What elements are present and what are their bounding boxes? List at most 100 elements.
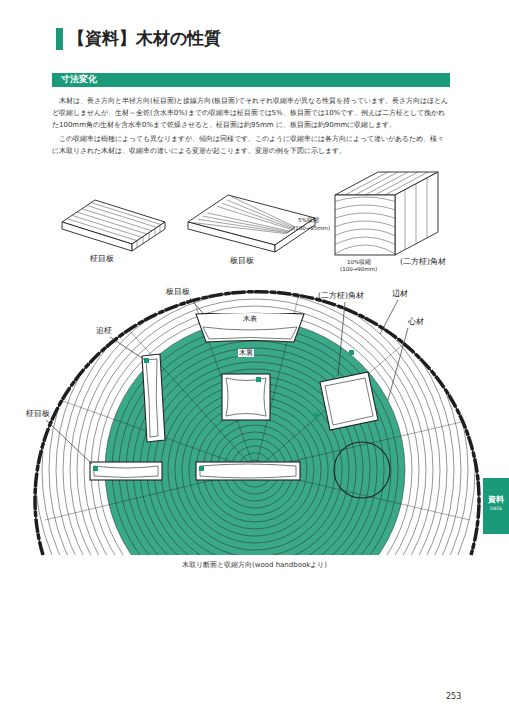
cut-pieces	[90, 354, 378, 480]
illustration-part	[72, 215, 142, 237]
flatsawn-board	[188, 195, 315, 252]
rays	[45, 290, 470, 520]
node-text: 木表	[195, 313, 305, 323]
illustration-part	[62, 222, 132, 251]
illustration-part	[200, 464, 296, 478]
dimension: 5%収縮	[298, 217, 319, 224]
illustration-part	[335, 229, 395, 255]
bark	[35, 292, 479, 555]
illustration-part	[126, 341, 384, 599]
part-label: 心材	[408, 317, 424, 326]
illustration-part	[84, 299, 426, 641]
illustration-part	[70, 285, 440, 655]
section-bar: 寸法変化	[52, 73, 450, 87]
node-text: 資料	[483, 478, 509, 505]
part-label: 追柾	[96, 326, 112, 335]
quartersawn-board	[62, 200, 165, 251]
dimension: (100→95mm)	[293, 225, 330, 232]
illustration-part	[427, 178, 428, 238]
part-label: 辺材	[392, 289, 408, 298]
illustration-part	[388, 328, 408, 400]
node-text: 寸法変化	[52, 73, 450, 84]
illustration-part	[87, 206, 157, 228]
illustration-part	[349, 350, 354, 355]
dimension: 10%収縮	[347, 259, 371, 266]
flatsawn-grain	[193, 197, 295, 234]
part-label: 柾目板	[90, 254, 114, 263]
part-label: 木裏	[238, 349, 254, 357]
board-shape	[196, 313, 304, 342]
quartersawn-grain	[67, 203, 161, 248]
illustration-part	[199, 466, 204, 471]
figure-caption: 木取り断面と収縮方向(wood handbookより)	[0, 561, 509, 569]
illustration-part	[335, 205, 395, 255]
illustration-part	[46, 420, 92, 464]
page-title: 【資料】木材の性質	[68, 28, 221, 48]
illustration-part	[35, 250, 475, 690]
bark-edge	[35, 292, 479, 555]
body-text: 木材は、長さ方向と半径方向(柾目面)と接線方向(板目面)でそれぞれ収縮率が異なる…	[52, 95, 450, 131]
illustration-part	[77, 212, 147, 234]
illustration-part	[222, 374, 270, 420]
illustration-part	[188, 222, 275, 252]
illustration-part	[275, 218, 315, 252]
title-marker	[56, 28, 63, 50]
illustration-part	[226, 378, 266, 416]
part-label: (二方柾)角材	[400, 257, 446, 266]
illustration-part	[314, 413, 319, 418]
illustration-part	[335, 245, 395, 255]
illustration-part	[82, 209, 152, 231]
illustration-part	[334, 442, 390, 498]
illustration-part	[335, 195, 395, 255]
illustration-part	[142, 354, 165, 442]
illustration-part	[255, 330, 420, 470]
illustration-part	[133, 348, 377, 592]
part-label: 板目板	[230, 256, 254, 265]
illustration-part	[256, 377, 261, 382]
grain-line	[203, 203, 293, 232]
grain-line	[198, 200, 294, 233]
part-label: 柾目板	[26, 409, 50, 418]
illustration-part	[35, 250, 475, 690]
illustration-part	[143, 237, 144, 244]
illustration-part	[416, 184, 417, 244]
illustration-part	[365, 172, 408, 195]
growth-rings	[35, 250, 475, 690]
illustration-part	[196, 462, 300, 480]
illustration-part	[132, 222, 165, 251]
illustration-part	[42, 257, 468, 683]
illustration-part	[77, 292, 433, 648]
illustration-part	[335, 213, 395, 255]
illustration-part	[335, 197, 395, 255]
illustration-part	[338, 302, 345, 376]
part-label: (二方柾)角材	[318, 291, 364, 300]
illustration-part	[91, 203, 161, 225]
part-label: 板目板	[166, 287, 190, 296]
square-timber	[335, 172, 438, 255]
illustration-part	[189, 404, 321, 536]
side-tab: 資料DATA	[483, 478, 509, 534]
illustration-part	[335, 237, 395, 255]
illustration-part	[90, 462, 162, 480]
illustration-part	[335, 221, 395, 255]
node-text: DATA	[483, 505, 509, 512]
illustration-part	[149, 233, 150, 240]
illustration-part	[56, 271, 454, 669]
illustration-part	[91, 306, 419, 634]
page-number: 253	[446, 692, 461, 702]
grain-line	[193, 197, 295, 234]
illustration-part	[137, 241, 138, 248]
dimension: (100→90mm)	[340, 266, 377, 273]
illustration-part	[146, 359, 158, 437]
illustration-part	[325, 378, 373, 425]
illustration-part	[335, 197, 395, 255]
deformed-outline	[203, 327, 297, 339]
illustration-part	[94, 466, 158, 478]
illustration-part	[385, 172, 428, 195]
deformed-outlines	[94, 359, 390, 498]
illustration-part	[380, 300, 398, 334]
illustration-part	[320, 372, 378, 430]
illustration-part	[160, 226, 161, 233]
illustration-part	[375, 172, 418, 195]
